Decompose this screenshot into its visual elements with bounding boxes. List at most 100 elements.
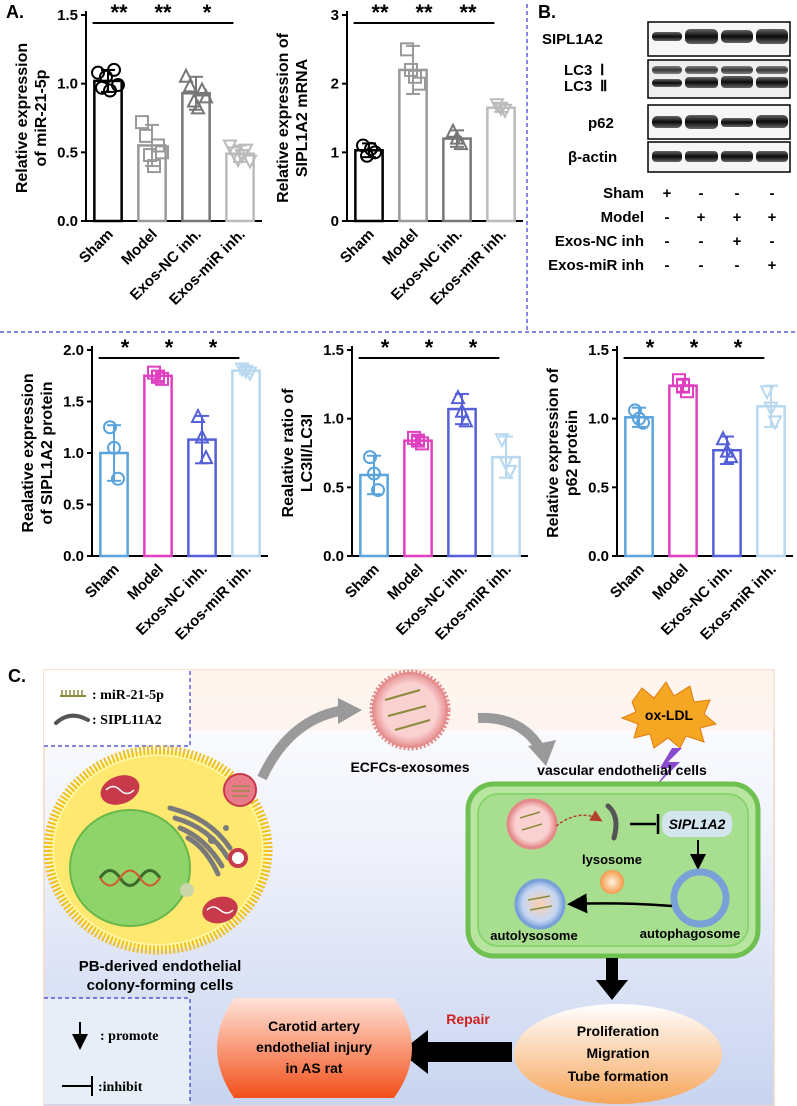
data-point (763, 401, 779, 417)
y-tick-label: 1.5 (588, 342, 609, 359)
injury-label-2: endothelial injury (256, 1039, 372, 1055)
y-tick-label: 0.0 (57, 213, 78, 230)
data-point (458, 412, 474, 428)
data-point (498, 456, 514, 472)
data-point (107, 440, 121, 455)
x-tick-label: Model (118, 226, 161, 269)
blot-condition-label: Exos-NC inh (555, 233, 644, 250)
blot-condition-mark: - (770, 185, 775, 202)
blot-condition-mark: - (735, 257, 740, 274)
significance-label: ** (371, 0, 389, 25)
blot-condition-label: Exos-miR inh (548, 257, 644, 274)
oxldl-label: ox-LDL (645, 707, 694, 723)
data-point (767, 415, 783, 431)
x-tick-label: Exos-miR inh. (427, 226, 510, 309)
bar (712, 449, 742, 558)
data-point (412, 76, 426, 91)
data-point (628, 403, 642, 418)
bar (624, 416, 654, 558)
blot-condition-mark: + (733, 233, 742, 250)
x-tick-label: Sham (76, 226, 117, 267)
lysosome-icon (600, 870, 624, 894)
data-point (411, 433, 425, 448)
x-tick-label: Model (384, 561, 427, 604)
data-point (415, 436, 429, 451)
data-point (147, 159, 161, 174)
panel-label-c: C. (8, 666, 26, 686)
y-tick-label: 1.0 (57, 76, 78, 93)
data-point (91, 65, 105, 80)
legend-box-top (44, 670, 190, 746)
sipl-legend-icon (54, 713, 90, 725)
data-point (759, 385, 775, 401)
y-tick-label: 0.0 (588, 548, 609, 565)
significance-label: * (690, 335, 699, 360)
data-point (454, 402, 470, 418)
data-point (198, 88, 214, 104)
y-tick-label: 2.0 (63, 342, 84, 359)
bar (442, 137, 472, 223)
significance-label: ** (110, 0, 128, 25)
data-point (238, 364, 254, 380)
data-point (111, 78, 125, 93)
data-point (715, 430, 731, 446)
data-point (190, 99, 206, 115)
western-blot: SIPL1A2 LC3 Ⅰ LC3 Ⅱ p62 β-actin Sham+---… (542, 21, 791, 274)
x-tick-label: Exos-miR inh. (697, 561, 780, 644)
y-tick-label: 0.5 (323, 479, 344, 496)
bar (93, 79, 123, 223)
y-tick-label: 1.0 (588, 411, 609, 428)
significance-label: ** (459, 0, 477, 25)
significance-label: * (121, 335, 130, 360)
data-point (636, 415, 650, 430)
data-point (453, 134, 469, 151)
significance-label: * (165, 335, 174, 360)
data-point (155, 145, 169, 160)
blot-condition-mark: + (733, 209, 742, 226)
tube-label: Tube formation (568, 1068, 669, 1084)
data-point (182, 77, 198, 93)
y-tick-label: 1.5 (57, 7, 78, 24)
data-point (367, 466, 381, 481)
migration-label: Migration (587, 1045, 650, 1061)
x-tick-label: Exos-miR inh. (166, 226, 249, 309)
blot-label-lc3-1: LC3 (564, 62, 592, 79)
bar (486, 106, 516, 223)
bar (231, 369, 261, 558)
blot-conditions: Sham+---Model-+++Exos-NC inh--+-Exos-miR… (548, 185, 776, 274)
blot-condition-mark: - (699, 185, 704, 202)
autophagosome-icon (670, 868, 730, 928)
bar (756, 405, 786, 558)
arrow-to-exosome (257, 705, 346, 781)
blot-label-lc3-2: LC3 (564, 78, 592, 95)
data-point (242, 154, 258, 170)
x-tick-label: Sham (82, 561, 123, 602)
data-point (135, 115, 149, 130)
data-point (242, 366, 258, 382)
data-point (632, 411, 646, 426)
panel-label-a: A. (6, 2, 24, 22)
y-tick-label: 1.5 (63, 394, 84, 411)
blot-condition-mark: - (699, 257, 704, 274)
proliferation-label: Proliferation (577, 1023, 659, 1039)
data-point (360, 148, 374, 163)
blot-condition-label: Model (601, 209, 644, 226)
data-point (502, 464, 518, 481)
repair-label: Repair (446, 1011, 490, 1027)
data-point (178, 67, 194, 83)
data-point (111, 471, 125, 486)
y-tick-label: 1.0 (63, 445, 84, 462)
autolysosome-icon (514, 878, 566, 930)
data-point (497, 103, 513, 119)
blot-condition-mark: - (770, 233, 775, 250)
x-tick-label: Model (649, 561, 692, 604)
data-point (494, 433, 510, 449)
significance-label: ** (154, 0, 172, 25)
data-point (99, 69, 113, 84)
lysosome-label: lysosome (582, 852, 642, 867)
exosome-icon (369, 669, 451, 751)
